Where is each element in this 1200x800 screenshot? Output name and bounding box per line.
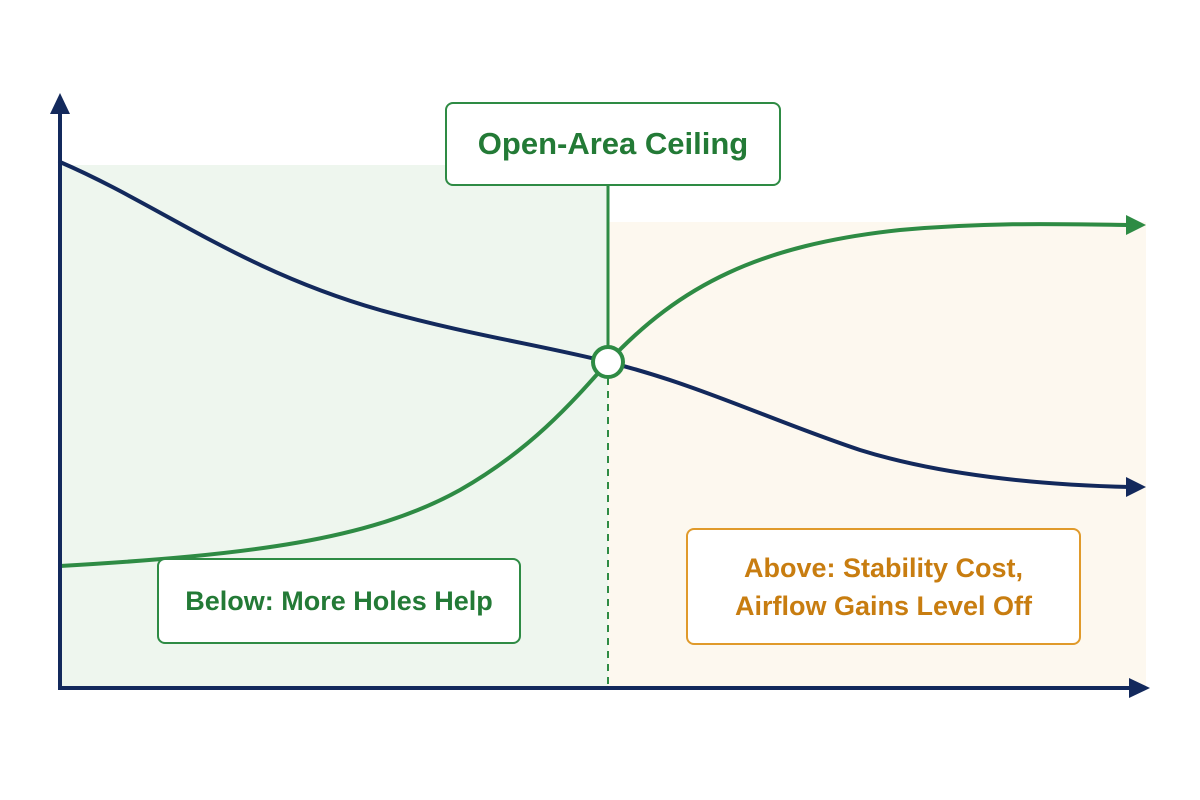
below-region-label: Below: More Holes Help [157, 558, 521, 644]
ceiling-label: Open-Area Ceiling [445, 102, 781, 186]
x-axis-arrowhead [1129, 678, 1150, 698]
y-axis-arrowhead [50, 93, 70, 114]
airflow-curve-arrowhead [1126, 215, 1146, 235]
below-region-label-text: Below: More Holes Help [185, 585, 493, 616]
above-region-label-line2: Airflow Gains Level Off [734, 590, 1033, 621]
above-region-label-line1: Above: Stability Cost, [743, 552, 1024, 583]
stability-curve-arrowhead [1126, 477, 1146, 497]
above-region-label: Above: Stability Cost, Airflow Gains Lev… [686, 528, 1081, 645]
ceiling-label-text: Open-Area Ceiling [477, 126, 749, 161]
crossover-marker [591, 345, 625, 379]
